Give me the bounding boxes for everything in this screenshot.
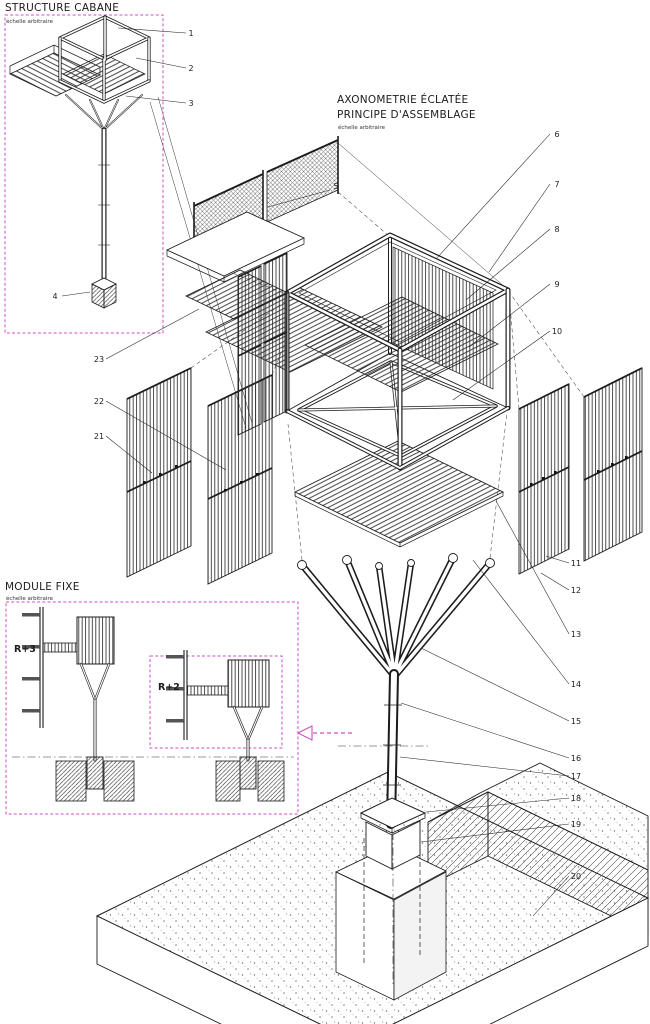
mini-pole [98,127,110,287]
gangway-r2 [186,685,229,696]
mesh-railing-panel [266,139,339,223]
callout-20: 20 [571,872,581,881]
module-fixe-scale-note: échelle arbitraire [6,595,54,602]
deck-panels [165,211,306,320]
slab-front-face-left [96,915,321,1024]
gangway-r3 [42,642,78,653]
callout-11: 11 [571,559,581,568]
callout-6: 6 [554,130,559,139]
callout-22: 22 [94,397,104,406]
callout-23: 23 [94,355,104,364]
level-label-r3: R+3 [14,644,36,655]
wall-panel [126,367,192,578]
callout-15: 15 [571,717,581,726]
floor-panel-exploded [293,440,505,548]
level-label-r2: R+2 [158,682,180,693]
module-fixe-frame [5,601,299,815]
callout-13: 13 [571,630,581,639]
callout-2: 2 [188,64,193,73]
axonometrie-title-line1: AXONOMETRIE ÉCLATÉE [337,93,468,106]
structure-cabane-scale-note: échelle arbitraire [6,18,54,25]
callout-12: 12 [571,586,581,595]
wall-panels-left [126,367,273,585]
callout-21: 21 [94,432,104,441]
callout-3: 3 [188,99,193,108]
callout-16: 16 [571,754,581,763]
ground-base [95,762,650,1024]
foundation-pedestal [338,745,430,985]
pedestal-face-right [391,820,421,870]
structure-cabane-frame [4,14,164,334]
callout-10: 10 [552,327,562,336]
axonometrie-scale-note: échelle arbitraire [338,124,386,131]
elevation-r2 [166,650,285,802]
callout-17: 17 [571,772,581,781]
callout-14: 14 [571,680,581,689]
structure-cabane-figure [4,14,164,334]
branch-connector-nodes [297,553,495,570]
mini-base [91,277,117,309]
axonometrie-title-line2: PRINCIPE D'ASSEMBLAGE [337,109,476,121]
module-fixe-figure: R+3 R+2 [5,601,299,815]
callout-9: 9 [554,280,559,289]
mini-branches [65,94,143,131]
structure-cabane-title: STRUCTURE CABANE [5,2,119,14]
slatted-tread [185,269,289,320]
cabin-r2 [227,659,270,708]
elevation-r3 [22,607,135,802]
callout-8: 8 [554,225,559,234]
module-fixe-arrow [296,725,352,741]
tree-branches [298,554,494,680]
slab-front-face-right [392,897,649,1024]
arrow-head [296,725,313,741]
wall-panels-right [518,367,643,575]
callout-1: 1 [188,29,193,38]
callout-4: 4 [52,292,57,301]
footing-r2 [239,756,257,790]
callout-7: 7 [554,180,559,189]
callout-18: 18 [571,794,581,803]
module-fixe-title: MODULE FIXE [5,581,80,593]
callout-5: 5 [333,182,338,191]
callout-19: 19 [571,820,581,829]
tree-support [297,553,495,829]
leader-lines [61,27,570,917]
module-r2-frame [149,655,283,749]
cabin-r3 [76,616,115,665]
callout-labels: 1 2 3 4 5 6 7 8 9 10 11 12 13 14 15 16 1… [52,29,581,881]
footing-r3 [86,756,104,790]
